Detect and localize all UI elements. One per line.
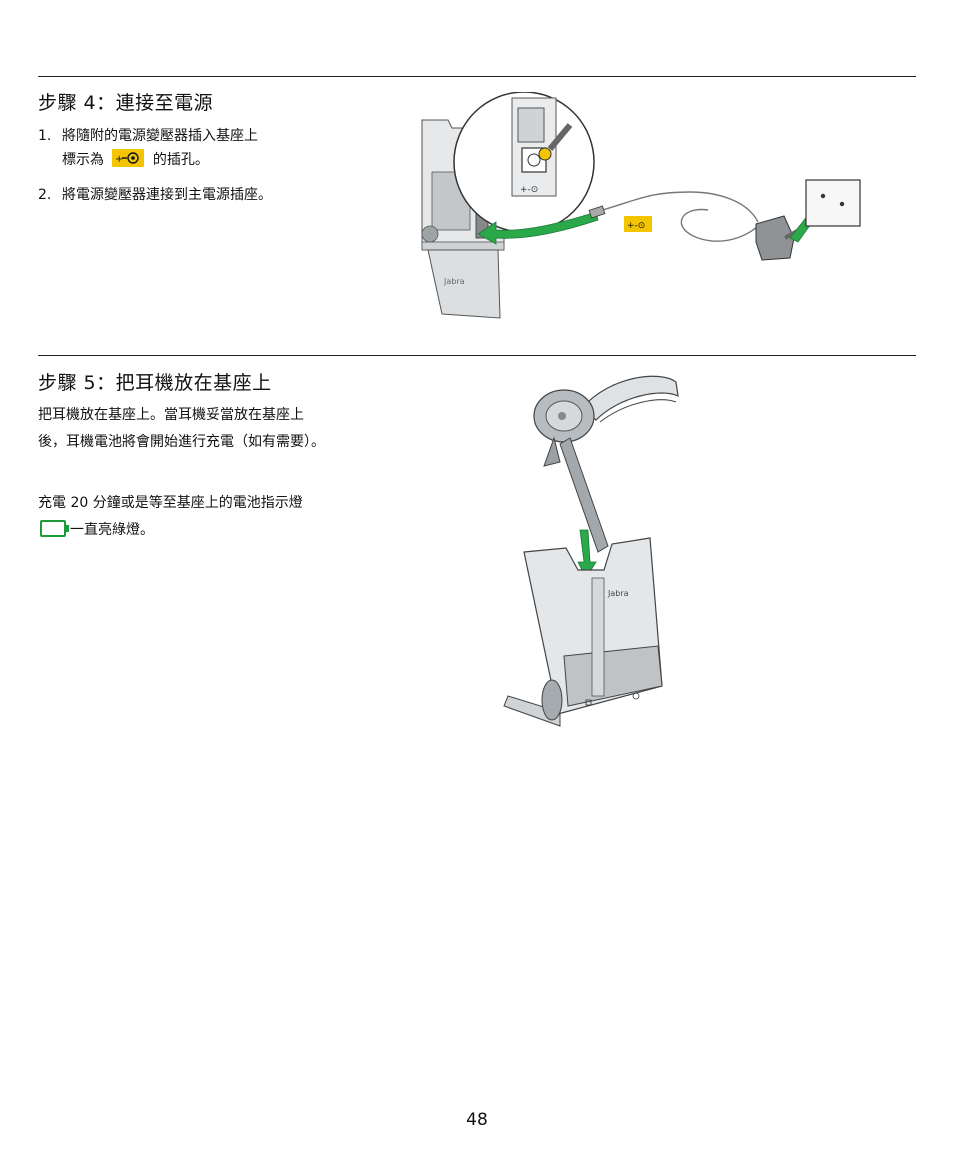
power-plug-icon: + bbox=[112, 149, 145, 167]
step4-brand-label: Jabra bbox=[443, 277, 465, 286]
top-rule-step5 bbox=[38, 355, 916, 356]
step5-brand-label: Jabra bbox=[607, 589, 629, 598]
step5-paragraph-2: 充電 20 分鐘或是等至基座上的電池指示燈一直亮綠燈。 bbox=[38, 490, 330, 544]
step4-item-1: 1. 將隨附的電源變壓器插入基座上 標示為 + 的插孔。 bbox=[38, 124, 348, 172]
step5-paragraph-2b: 一直亮綠燈。 bbox=[70, 522, 154, 538]
step5-paragraph-2a: 充電 20 分鐘或是等至基座上的電池指示燈 bbox=[38, 495, 303, 511]
step4-item-1-number: 1. bbox=[38, 128, 52, 144]
step5-paragraph-1: 把耳機放在基座上。當耳機妥當放在基座上後，耳機電池將會開始進行充電（如有需要）。 bbox=[38, 407, 325, 450]
svg-text:+: + bbox=[115, 154, 123, 165]
step4-badge-symbol: +-⊙ bbox=[627, 221, 645, 231]
step4-item-1-line2a: 標示為 bbox=[62, 152, 104, 168]
power-jack-magnifier: +-⊙ bbox=[453, 92, 595, 233]
step4-item-2-number: 2. bbox=[38, 187, 52, 203]
battery-icon bbox=[40, 520, 69, 537]
arrow-to-base-icon bbox=[477, 211, 599, 245]
step4-illustration: Jabra +-⊙ +-⊙ bbox=[421, 92, 861, 319]
page-number: 48 bbox=[466, 1110, 488, 1130]
step4-item-1-line2b: 的插孔。 bbox=[152, 152, 209, 168]
step5-heading: 步驟 5：把耳機放在基座上 bbox=[38, 372, 272, 394]
step4-item-2: 2. 將電源變壓器連接到主電源插座。 bbox=[38, 183, 348, 207]
wall-socket-icon bbox=[805, 179, 861, 227]
plug-symbol-badge: +-⊙ bbox=[624, 216, 652, 232]
step5-illustration: Jabra bbox=[503, 375, 679, 727]
headset-icon bbox=[533, 375, 679, 553]
step4-jack-symbol: +-⊙ bbox=[520, 185, 538, 195]
top-rule-step4 bbox=[38, 76, 916, 77]
step4-item-1-line1: 將隨附的電源變壓器插入基座上 bbox=[62, 128, 258, 144]
charging-base-icon: Jabra bbox=[503, 537, 663, 727]
step4-heading: 步驟 4：連接至電源 bbox=[38, 92, 214, 114]
step4-item-2-text: 將電源變壓器連接到主電源插座。 bbox=[62, 187, 272, 203]
